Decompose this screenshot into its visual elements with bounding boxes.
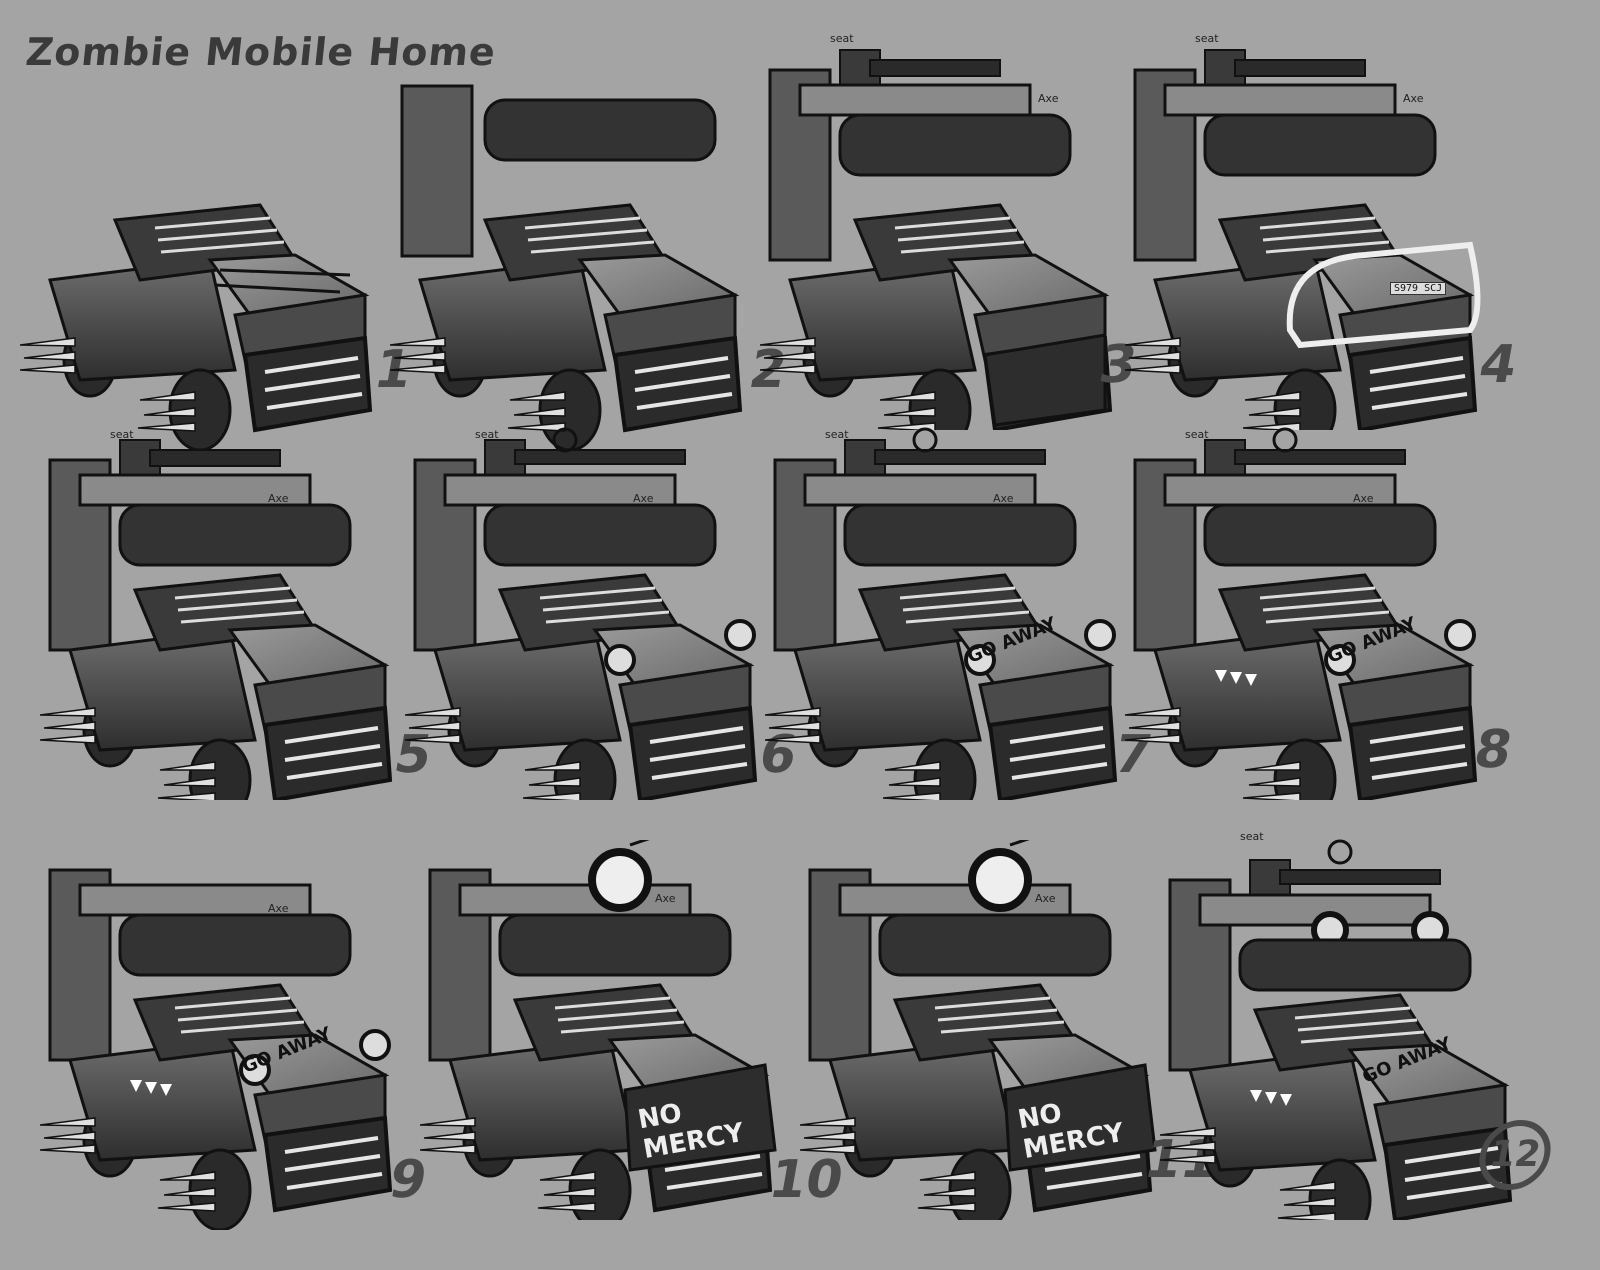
variant-7: seat Axe GO AWAY 7 (765, 420, 1156, 800)
seat-note: seat (110, 428, 134, 441)
seat-note: seat (1195, 32, 1219, 45)
variant-1: 1 (20, 100, 416, 480)
variant-12: seat GO AWAY 12 (1160, 820, 1557, 1220)
variant-10: Axe NO MERCY 10 (420, 840, 848, 1220)
axe-note: Axe (1035, 892, 1056, 905)
truck-illustration (420, 840, 777, 1220)
variant-5: seat Axe 5 (40, 420, 436, 800)
license-plate: S979 SCJ (1390, 282, 1447, 295)
axe-note: Axe (268, 902, 289, 915)
seat-note: seat (825, 428, 849, 441)
truck-illustration (760, 49, 1112, 430)
variant-2: 2 (390, 80, 791, 460)
variant-6: seat Axe 6 (405, 420, 801, 800)
truck-illustration (40, 439, 392, 800)
axe-note: Axe (1403, 92, 1424, 105)
seat-note: seat (1185, 428, 1209, 441)
variant-8: seat Axe GO AWAY 8 (1125, 420, 1516, 800)
axe-note: Axe (993, 492, 1014, 505)
truck-illustration (405, 427, 757, 800)
seat-note: seat (830, 32, 854, 45)
axe-note: Axe (1353, 492, 1374, 505)
truck-illustration (40, 868, 392, 1230)
variant-9: Axe GO AWAY 9 (40, 850, 431, 1230)
axe-note: Axe (1038, 92, 1059, 105)
axe-note: Axe (268, 492, 289, 505)
axe-note: Axe (655, 892, 676, 905)
variant-3: seat Axe 3 (760, 30, 1141, 430)
seat-note: seat (475, 428, 499, 441)
seat-note: seat (1240, 830, 1264, 843)
truck-illustration (765, 427, 1117, 800)
truck-illustration (1125, 427, 1477, 800)
sheet-title: Zombie Mobile Home (23, 30, 499, 74)
truck-illustration (800, 840, 1157, 1220)
variant-11: Axe NO MERCY 11 (800, 840, 1223, 1220)
axe-note: Axe (633, 492, 654, 505)
variant-4: seat Axe S979 SCJ 4 (1125, 30, 1521, 430)
truck-illustration (1160, 839, 1512, 1220)
truck-illustration (1125, 49, 1481, 430)
truck-illustration (20, 203, 372, 452)
truck-illustration (390, 84, 742, 452)
